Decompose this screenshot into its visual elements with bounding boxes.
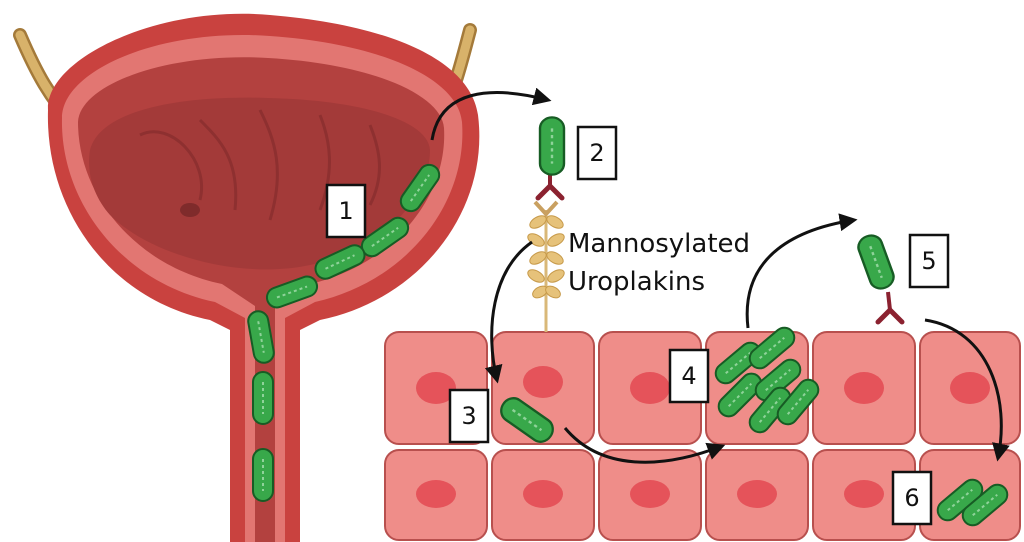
step-1-label: 1 (325, 183, 367, 239)
step-3-label: 3 (448, 388, 490, 444)
svg-text:6: 6 (904, 484, 919, 512)
svg-text:1: 1 (338, 197, 353, 225)
step-2-label: 2 (576, 125, 618, 181)
bacterium-icon (538, 116, 566, 176)
bacterium-icon (252, 371, 274, 425)
svg-text:5: 5 (921, 247, 936, 275)
arrow-icon (563, 427, 726, 464)
bacterium-icon (854, 231, 898, 293)
receptor-caption-line1: Mannosylated (568, 229, 750, 259)
svg-text:2: 2 (589, 139, 604, 167)
svg-text:3: 3 (461, 402, 476, 430)
svg-text:4: 4 (681, 362, 696, 390)
arrow-icon (745, 213, 858, 329)
step-6-label: 6 (891, 470, 933, 526)
step-5-label: 5 (908, 233, 950, 289)
arrow-icon (430, 87, 552, 141)
uroplakin-receptor-icon (527, 200, 565, 332)
arrow-icon (924, 318, 1010, 462)
bacterium-icon (252, 448, 274, 502)
receptor-caption-line2: Uroplakins (568, 267, 705, 297)
fimbrial-adhesin-icon (875, 291, 905, 325)
step-4-label: 4 (668, 348, 710, 404)
arrow-icon (484, 240, 533, 384)
